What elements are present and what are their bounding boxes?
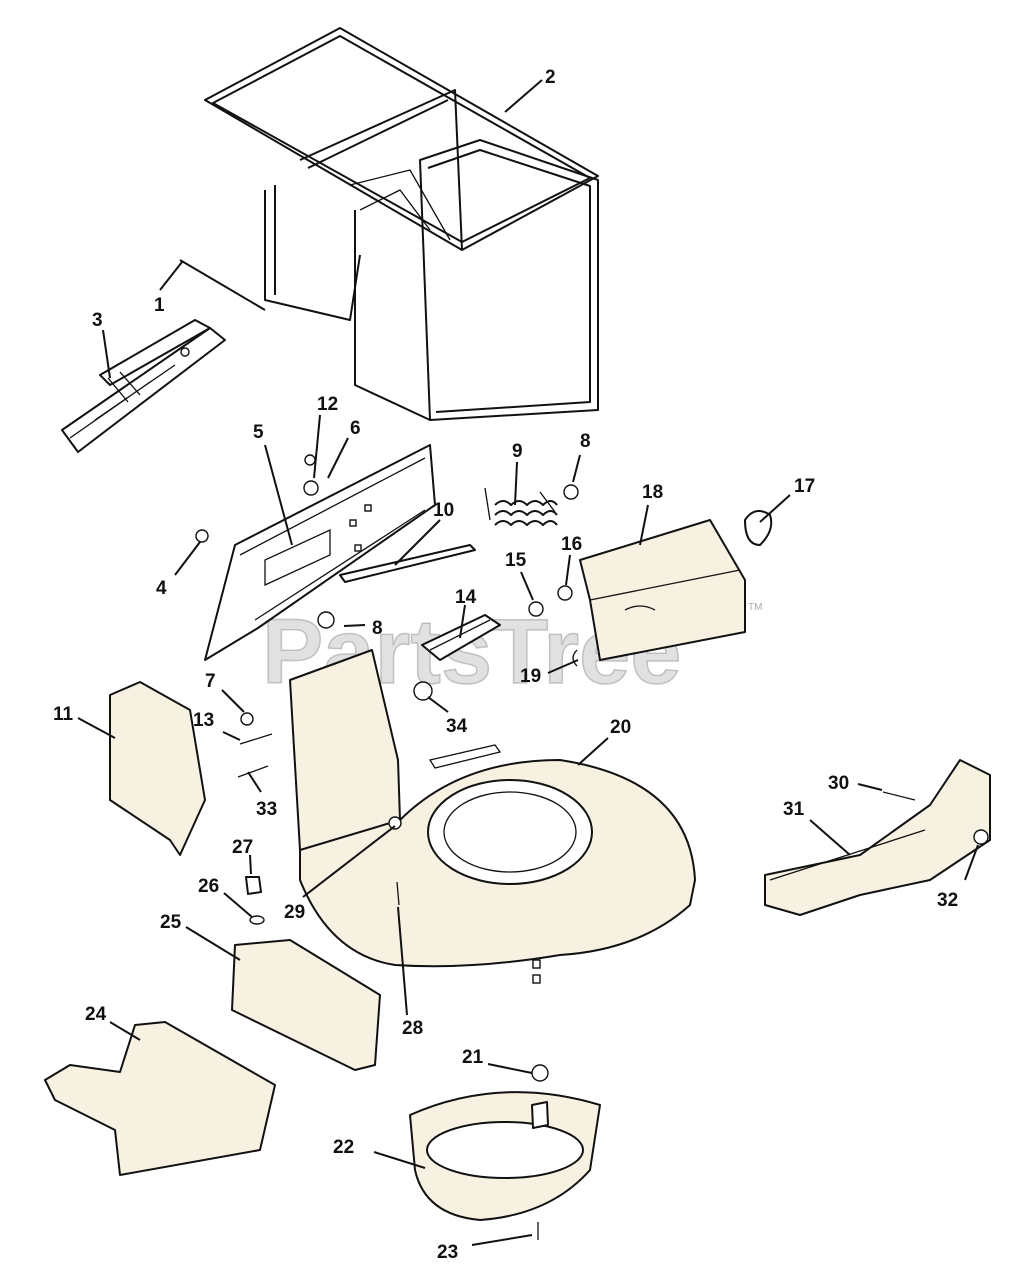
part-nut-8	[563, 484, 579, 500]
part-nut-16	[557, 585, 573, 601]
callout-17: 17	[794, 476, 815, 497]
callout-31: 31	[783, 799, 805, 820]
part-handle-bracket	[61, 319, 226, 453]
callout-25: 25	[160, 912, 182, 933]
part-rod	[339, 544, 476, 583]
callout-28: 28	[402, 1018, 423, 1039]
part-bushing-8	[317, 611, 335, 629]
part-washer-15	[528, 601, 544, 617]
callout-24: 24	[85, 1004, 107, 1025]
callout-21: 21	[462, 1047, 484, 1068]
part-nut-12	[303, 480, 319, 496]
part-front-flap	[231, 939, 381, 1071]
part-washer-26	[249, 915, 265, 925]
callout-27: 27	[232, 837, 253, 858]
callout-9: 9	[512, 441, 523, 462]
callout-2: 2	[545, 67, 556, 88]
part-discharge-chute	[44, 1021, 276, 1176]
part-bolt-7	[240, 712, 254, 726]
callout-labels: 1 2 3 4 5 6 7 8 8 9 10 11 12 13 14 15 16…	[53, 67, 958, 1263]
part-bolt-28	[396, 881, 400, 906]
hardware	[195, 480, 989, 1240]
part-nut-21	[531, 1064, 549, 1082]
callout-6: 6	[350, 418, 361, 439]
callout-32: 32	[937, 890, 958, 911]
callout-20: 20	[610, 717, 631, 738]
callout-30: 30	[828, 773, 849, 794]
callout-23: 23	[437, 1242, 458, 1263]
callout-33: 33	[256, 799, 277, 820]
callout-26: 26	[198, 876, 219, 897]
callout-8: 8	[372, 618, 383, 639]
callout-19: 19	[520, 666, 541, 687]
part-clip-19	[572, 649, 578, 667]
callout-16: 16	[561, 534, 582, 555]
part-spring	[484, 487, 558, 526]
callout-14: 14	[455, 587, 477, 608]
part-baffle	[409, 1091, 601, 1221]
watermark-tm: TM	[748, 602, 762, 613]
callout-10: 10	[433, 500, 454, 521]
part-bag-frame	[179, 27, 599, 421]
part-side-skirt	[764, 759, 991, 916]
callout-4: 4	[156, 578, 167, 599]
callout-8b: 8	[580, 431, 591, 452]
part-nut-27	[245, 876, 262, 895]
callout-1: 1	[154, 295, 165, 316]
part-screw-13	[239, 733, 273, 745]
leader-lines	[77, 79, 979, 1246]
part-rear-flap	[579, 519, 746, 661]
callout-13: 13	[193, 710, 214, 731]
part-rear-plate	[204, 444, 436, 661]
part-nut-34	[413, 681, 433, 701]
callout-22: 22	[333, 1137, 354, 1158]
callout-34: 34	[446, 716, 468, 737]
part-knob	[744, 510, 773, 546]
callout-18: 18	[642, 482, 663, 503]
part-nut-32	[973, 829, 989, 845]
callout-29: 29	[284, 902, 305, 923]
part-bolt-30	[882, 791, 916, 801]
callout-7: 7	[205, 671, 216, 692]
part-side-flap	[109, 681, 206, 856]
callout-12: 12	[317, 394, 338, 415]
part-bolt-4	[195, 529, 209, 543]
part-screw-33	[237, 765, 269, 778]
callout-11: 11	[53, 704, 74, 725]
callout-5: 5	[253, 422, 264, 443]
callout-15: 15	[505, 550, 527, 571]
callout-3: 3	[92, 310, 103, 331]
